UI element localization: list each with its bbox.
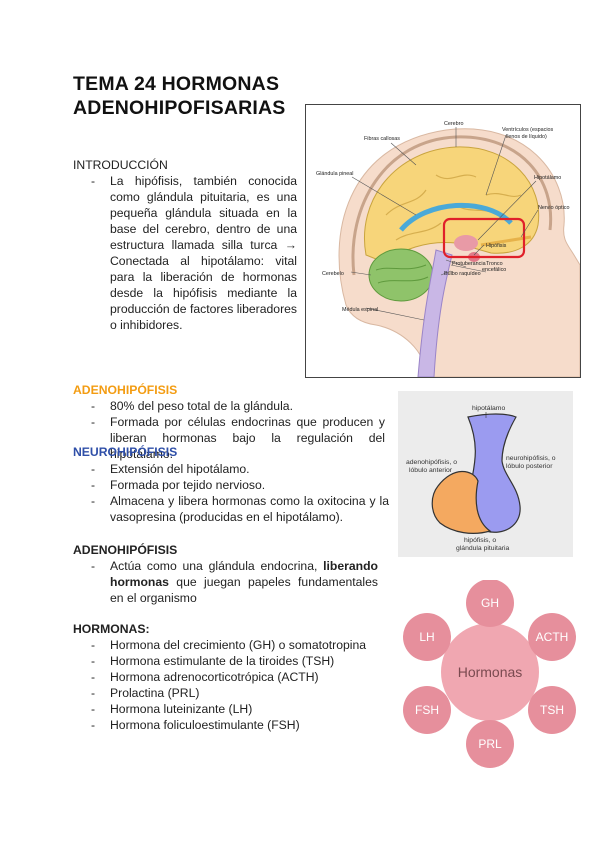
label-pineal: Glándula pineal bbox=[316, 171, 353, 177]
node-label-lh: LH bbox=[419, 630, 434, 644]
title-line-1: TEMA 24 HORMONAS bbox=[73, 73, 280, 95]
brain-figure: Cerebro Fibras callosas Ventrículos (esp… bbox=[305, 104, 581, 378]
node-label-fsh: FSH bbox=[415, 703, 439, 717]
pituitary-figure: hipotálamo adenohipófisis, o lóbulo ante… bbox=[398, 391, 573, 557]
neuro-bullet-1: Extensión del hipotálamo. bbox=[73, 461, 389, 477]
center-circle bbox=[441, 623, 539, 721]
pit-label-neuro-2: lóbulo posterior bbox=[506, 463, 553, 470]
hormonas-list: Hormona del crecimiento (GH) o somatotro… bbox=[73, 637, 373, 733]
label-ventriculos-1: Ventrículos (espacios bbox=[502, 127, 554, 133]
node-tsh bbox=[528, 686, 576, 734]
intro-heading: INTRODUCCIÓN bbox=[73, 158, 168, 172]
label-cerebelo: Cerebelo bbox=[322, 271, 344, 277]
pit-label-adeno-2: lóbulo anterior bbox=[409, 467, 453, 474]
label-tronco-2: encefálico bbox=[482, 267, 506, 273]
node-acth bbox=[528, 613, 576, 661]
hormona-item-acth: Hormona adrenocorticotrópica (ACTH) bbox=[73, 669, 373, 685]
adeno-heading-1: ADENOHIPÓFISIS bbox=[73, 383, 178, 397]
node-label-tsh: TSH bbox=[540, 703, 564, 717]
label-cerebro: Cerebro bbox=[444, 121, 463, 127]
label-protuberancia: Protuberancia bbox=[452, 261, 486, 267]
label-fibras: Fibras callosas bbox=[364, 136, 400, 142]
hormona-item-gh: Hormona del crecimiento (GH) o somatotro… bbox=[73, 637, 373, 653]
page-title: TEMA 24 HORMONAS ADENOHIPOFISARIAS bbox=[73, 72, 286, 120]
hormona-item-prl: Prolactina (PRL) bbox=[73, 685, 373, 701]
node-prl bbox=[466, 720, 514, 768]
pit-label-bottom-1: hipófisis, o bbox=[464, 537, 496, 544]
pituitary-illustration: hipotálamo adenohipófisis, o lóbulo ante… bbox=[406, 405, 556, 552]
adeno-heading-2: ADENOHIPÓFISIS bbox=[73, 543, 178, 557]
node-lh bbox=[403, 613, 451, 661]
adeno-bullet-1: 80% del peso total de la glándula. bbox=[73, 398, 385, 414]
label-bulbo: Bulbo raquídeo bbox=[444, 271, 481, 277]
label-medula: Médula espinal bbox=[342, 307, 378, 313]
neuro-bullet-3: Almacena y libera hormonas como la oxito… bbox=[73, 493, 389, 525]
label-hipofisis: Hipófisis bbox=[486, 243, 507, 249]
node-fsh bbox=[403, 686, 451, 734]
adeno-list-1: 80% del peso total de la glándula. Forma… bbox=[73, 398, 385, 462]
hormona-item-lh: Hormona luteinizante (LH) bbox=[73, 701, 373, 717]
intro-bullet: La hipófisis, también conocida como glán… bbox=[73, 173, 297, 333]
hormona-item-fsh: Hormona foliculoestimulante (FSH) bbox=[73, 717, 373, 733]
adeno2-post: que juegan papeles fundamentales en el o… bbox=[110, 575, 378, 605]
intro-list: La hipófisis, también conocida como glán… bbox=[73, 173, 297, 333]
center-label: Hormonas bbox=[458, 664, 523, 680]
adeno-bullet-2: Formada por células endocrinas que produ… bbox=[73, 414, 385, 462]
label-hipotalamo: Hipotálamo bbox=[534, 175, 561, 181]
neuro-list: Extensión del hipotálamo. Formada por te… bbox=[73, 461, 389, 525]
brain-illustration: Cerebro Fibras callosas Ventrículos (esp… bbox=[316, 121, 580, 377]
node-label-prl: PRL bbox=[478, 737, 502, 751]
hormonas-heading: HORMONAS: bbox=[73, 622, 150, 636]
label-nervio: Nervio óptico bbox=[538, 205, 569, 211]
node-label-acth: ACTH bbox=[536, 630, 569, 644]
label-tronco-1: Tronco bbox=[486, 261, 503, 267]
hormone-diagram: Hormonas GH ACTH TSH PRL FSH LH bbox=[398, 579, 578, 770]
title-line-2: ADENOHIPOFISARIAS bbox=[73, 97, 286, 119]
adeno2-bullet: Actúa como una glándula endocrina, liber… bbox=[73, 558, 378, 606]
pit-label-adeno-1: adenohipófisis, o bbox=[406, 459, 457, 466]
pit-label-hipotalamo: hipotálamo bbox=[472, 405, 505, 412]
label-ventriculos-2: llenos de líquido) bbox=[506, 134, 547, 140]
hormona-item-tsh: Hormona estimulante de la tiroides (TSH) bbox=[73, 653, 373, 669]
adeno2-pre: Actúa como una glándula endocrina, bbox=[110, 559, 318, 573]
node-gh bbox=[466, 579, 514, 627]
pit-label-bottom-2: glándula pituitaria bbox=[456, 545, 509, 552]
neuro-heading: NEUROHIPÓFISIS bbox=[73, 445, 178, 459]
adeno2-bold: liberando hormonas bbox=[110, 559, 378, 589]
highlight-box bbox=[442, 217, 526, 259]
adeno-list-2: Actúa como una glándula endocrina, liber… bbox=[73, 558, 378, 606]
node-label-gh: GH bbox=[481, 596, 499, 610]
neuro-bullet-2: Formada por tejido nervioso. bbox=[73, 477, 389, 493]
hormone-cycle-svg: Hormonas GH ACTH TSH PRL FSH LH bbox=[403, 579, 576, 768]
pit-label-neuro-1: neurohipófisis, o bbox=[506, 455, 556, 462]
